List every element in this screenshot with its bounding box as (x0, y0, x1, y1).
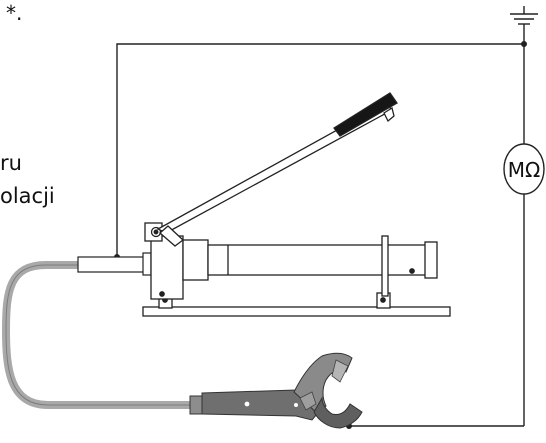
pump-base-plate (142, 306, 451, 317)
pump-handle-grip (333, 92, 398, 137)
pump-link-arm (159, 225, 185, 247)
cutter-jaw-lower (313, 396, 363, 429)
pump-handle-tip (383, 106, 395, 123)
hose-coupling-nut (142, 252, 152, 276)
cutter-blade (331, 359, 349, 383)
cutter-screw (244, 401, 250, 407)
ground-icon (510, 6, 538, 25)
asterisk-note: *. (6, 1, 22, 25)
pump-head-block (150, 235, 184, 300)
reservoir-support (381, 235, 389, 297)
pump-reservoir (207, 244, 434, 276)
megohmmeter-body (503, 143, 545, 195)
label-line-2: olacji (0, 184, 55, 208)
wire-junction-ground (521, 41, 527, 47)
pump-foot-bolt (380, 297, 386, 303)
reservoir-end-cap (424, 241, 438, 279)
hose-outline (5, 264, 200, 406)
megohmmeter: MΩ (503, 143, 545, 195)
reservoir-screw (409, 268, 415, 274)
cutter-screw (294, 403, 298, 407)
label-line-1: ru (0, 151, 22, 175)
hydraulic-pump (142, 92, 451, 317)
cable-cutter (189, 352, 363, 429)
hose-coupling (77, 256, 145, 273)
megohmmeter-symbol: MΩ (508, 158, 541, 182)
pump-body-screw (159, 291, 165, 297)
pump-valve-block (182, 239, 209, 281)
cutter-pivot-plate (299, 391, 317, 411)
